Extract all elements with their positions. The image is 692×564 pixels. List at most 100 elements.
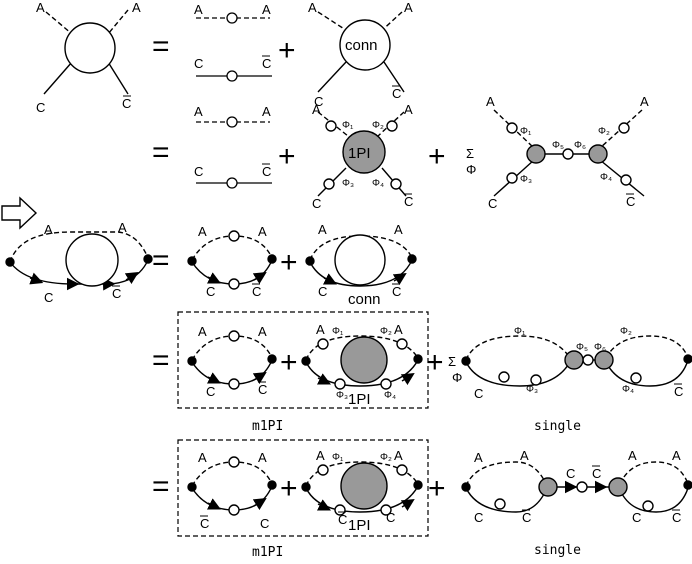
phi-4: Φ₄ [600, 172, 612, 183]
m1pi-box [177, 439, 429, 537]
label-A: A [640, 94, 649, 109]
single-label: single [534, 419, 581, 434]
connected-diagram [317, 11, 405, 93]
conn-label: conn [345, 37, 378, 54]
label-A: A [258, 324, 267, 339]
equals-sign: = [152, 30, 170, 63]
label-C-bar: C [262, 164, 271, 179]
plus-sign: + [280, 472, 298, 505]
sum-index: Φ [452, 370, 462, 385]
label-A: A [672, 448, 681, 463]
row-4-m1pi-expansion: = A A C C + A [152, 311, 692, 434]
m1pi-box [177, 311, 429, 409]
label-C-bar: C [392, 284, 401, 299]
label-C-bar: C [122, 96, 131, 111]
row-2-1pi-expansion: = A A C C + 1PI Φ₁ Φ₂ Φ₃ Φ₄ A A [152, 94, 649, 211]
disconnected-loop [187, 330, 277, 390]
m1pi-label: m1PI [252, 545, 283, 559]
label-C-bar: C [626, 194, 635, 209]
label-A: A [258, 224, 267, 239]
plus-sign: + [428, 472, 446, 505]
label-C: C [260, 516, 269, 531]
connected-loop [305, 234, 417, 287]
single-ghost-exchange-loop [461, 461, 692, 513]
label-C: C [36, 100, 45, 115]
phi-2: Φ₂ [372, 120, 384, 131]
phi-3: Φ₃ [336, 390, 348, 401]
plus-sign: + [426, 346, 444, 379]
single-exchange-loop [461, 335, 692, 387]
conn-label: conn [348, 291, 381, 308]
phi-1: Φ₁ [514, 326, 526, 337]
label-A: A [262, 104, 271, 119]
label-C-bar: C [252, 284, 261, 299]
phi-3: Φ₃ [342, 178, 354, 189]
phi-1: Φ₁ [332, 452, 344, 463]
sum-symbol: Σ [448, 354, 456, 369]
label-C: C [44, 290, 53, 305]
single-label: single [534, 543, 581, 558]
phi-5: Φ₅ [552, 140, 564, 151]
label-A: A [474, 450, 483, 465]
one-pi-ghost-loop [301, 461, 423, 516]
label-C-bar: C [592, 466, 601, 481]
label-A: A [44, 222, 53, 237]
one-pi-diagram [317, 111, 407, 197]
label-C: C [474, 386, 483, 401]
label-C: C [566, 466, 575, 481]
label-C: C [206, 284, 215, 299]
label-C-bar: C [672, 510, 681, 525]
label-C: C [488, 196, 497, 211]
equals-sign: = [152, 136, 170, 169]
label-C-bar: C [258, 382, 267, 397]
phi-1: Φ₁ [520, 126, 532, 137]
plus-sign: + [278, 140, 296, 173]
loop-blob-diagram [5, 231, 153, 291]
label-A: A [198, 324, 207, 339]
label-A: A [316, 448, 325, 463]
phi-1: Φ₁ [342, 120, 354, 131]
label-C: C [318, 284, 327, 299]
label-A: A [194, 2, 203, 17]
label-A: A [132, 0, 141, 15]
label-C-bar: C [404, 194, 413, 209]
label-C: C [206, 384, 215, 399]
plus-sign: + [280, 246, 298, 279]
equals-sign: = [152, 344, 170, 377]
equals-sign: = [152, 470, 170, 503]
disconnected-propagators [196, 116, 272, 189]
label-C: C [314, 94, 323, 109]
phi-2: Φ₂ [380, 326, 392, 337]
disconnected-propagators [196, 12, 272, 82]
phi-2: Φ₂ [598, 126, 610, 137]
label-A: A [312, 102, 321, 117]
row-3-loop-expansion: A A C C = A A C C + A [5, 220, 417, 308]
label-A: A [198, 224, 207, 239]
phi-5: Φ₅ [576, 342, 588, 353]
label-A: A [194, 104, 203, 119]
label-C-bar: C [200, 516, 209, 531]
sum-index: Φ [466, 162, 476, 177]
one-pi-loop [301, 335, 423, 390]
plus-sign: + [280, 346, 298, 379]
label-A: A [36, 0, 45, 15]
phi-4: Φ₄ [372, 178, 384, 189]
label-A: A [404, 102, 413, 117]
label-C: C [386, 510, 395, 525]
single-exchange-diagram [493, 109, 645, 197]
label-A: A [198, 450, 207, 465]
phi-2: Φ₂ [380, 452, 392, 463]
label-C-bar: C [112, 286, 121, 301]
label-A: A [118, 220, 127, 235]
label-C: C [632, 510, 641, 525]
label-A: A [262, 2, 271, 17]
label-C: C [194, 164, 203, 179]
label-A: A [628, 448, 637, 463]
phi-3: Φ₃ [526, 384, 538, 395]
phi-2: Φ₂ [620, 326, 632, 337]
label-A: A [486, 94, 495, 109]
label-C-bar: C [674, 384, 683, 399]
phi-3: Φ₃ [520, 174, 532, 185]
